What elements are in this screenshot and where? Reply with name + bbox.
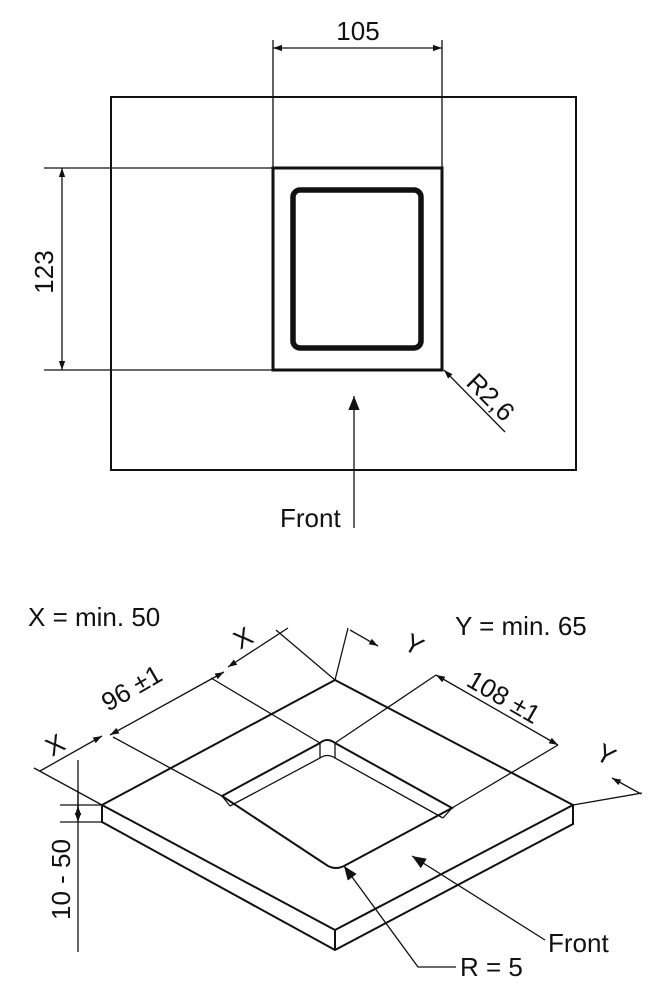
cutout-outline (271, 166, 444, 372)
top-view: 105 123 R2,6 Front (29, 16, 577, 533)
dim-radius-label: R2,6 (461, 367, 521, 427)
dim-line-96 (109, 671, 225, 736)
ext-line-cutout-back-right (334, 674, 437, 744)
y-min-label: Y = min. 65 (455, 611, 587, 641)
radius-leader (443, 369, 506, 433)
ext-line-left-corner (33, 767, 103, 806)
dim-line-x-back (227, 627, 289, 668)
cutout-wall-corner-right (442, 807, 453, 819)
dim-108-label: 108 ±1 (462, 664, 546, 730)
radius-label-iso: R = 5 (460, 952, 523, 982)
y-label-back: Y (399, 627, 429, 662)
ext-line-right-corner (572, 792, 643, 806)
dim-height-label: 123 (29, 250, 59, 293)
ext-line-back-corner-right (334, 627, 349, 681)
sink-bowl-outline (290, 187, 424, 351)
front-label-top: Front (280, 503, 341, 533)
slab-top-face (99, 678, 576, 932)
front-leader (411, 855, 546, 941)
ext-line-cutout-left (112, 736, 223, 797)
dim-96-label: 96 ±1 (96, 659, 167, 717)
dim-thickness-label: 10 - 50 (46, 839, 76, 920)
dim-line-108 (435, 674, 559, 746)
x-min-label: X = min. 50 (28, 602, 160, 632)
countertop-outline (110, 96, 577, 471)
dim-line-x-left (39, 735, 103, 772)
dim-line-y-right (611, 777, 642, 795)
cutout-wall-corner-left (221, 795, 231, 807)
front-label-iso: Front (548, 928, 609, 958)
ext-line-cutout-right (451, 744, 559, 809)
iso-view: X = min. 50 Y = min. 65 X X 96 ±1 Y Y 10… (28, 602, 643, 982)
dim-line-y-back (349, 629, 379, 647)
ext-line-back-corner-left (275, 629, 336, 681)
radius-leader-iso (343, 865, 456, 968)
cutout-wall-bottom (229, 754, 444, 819)
dim-width-label: 105 (336, 16, 379, 46)
ext-line-cutout-back (210, 677, 321, 744)
y-label-right: Y (591, 737, 621, 772)
